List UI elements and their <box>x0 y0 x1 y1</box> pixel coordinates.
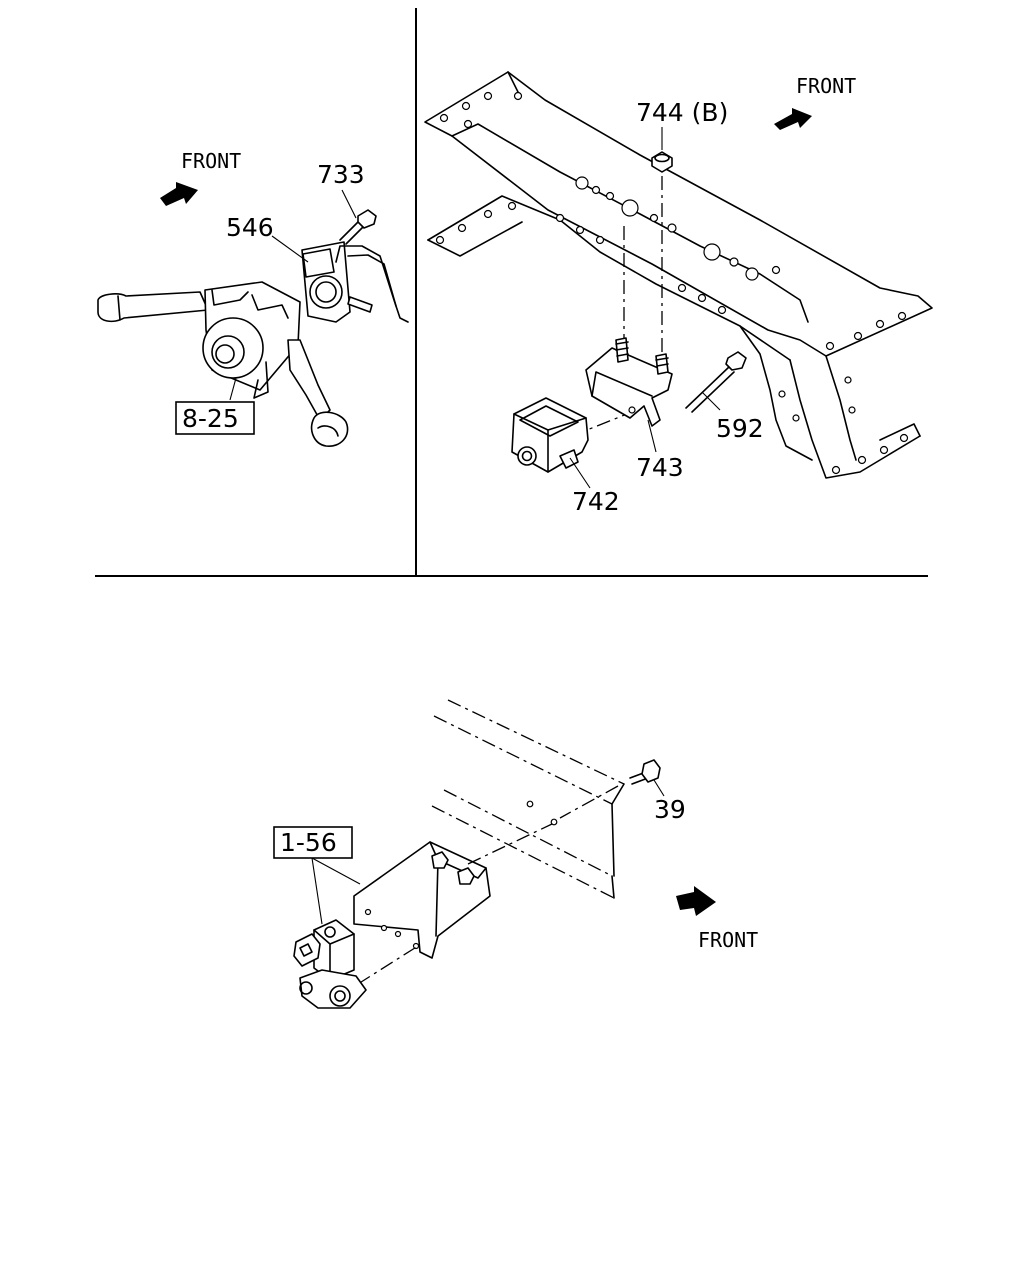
center-line-bracket <box>467 823 553 865</box>
bolt-592-icon <box>685 351 747 413</box>
combination-switch-part <box>301 241 409 323</box>
callout-592: 592 <box>716 414 764 443</box>
front-arrow-icon <box>774 108 812 130</box>
frame-rail <box>424 71 933 479</box>
front-arrow-icon <box>676 886 716 916</box>
sensor-742 <box>511 397 589 473</box>
mounting-bracket <box>353 841 491 959</box>
leader-1-56-a <box>311 857 323 925</box>
bottom-panel: FRONT <box>273 699 758 1009</box>
callout-1-56-box <box>273 826 353 859</box>
callout-733: 733 <box>317 160 365 189</box>
nut-744-icon <box>651 151 673 173</box>
callout-743: 743 <box>636 453 684 482</box>
sensor-1-56 <box>293 919 367 1009</box>
front-arrow-icon <box>160 182 198 206</box>
center-line-sensor-bottom <box>357 945 419 985</box>
leader-742 <box>569 457 591 489</box>
leader-592 <box>701 391 721 411</box>
callout-744b: 744 (B) <box>636 98 728 127</box>
bolt-39-icon <box>629 759 661 785</box>
frame-rail-side <box>431 699 625 899</box>
frame-holes <box>435 91 909 475</box>
leader-546 <box>271 235 309 263</box>
callout-39: 39 <box>654 795 686 824</box>
callout-8-25: 8-25 <box>182 404 239 433</box>
right-panel: FRONT <box>424 71 933 516</box>
lever-switch-assembly <box>97 281 349 447</box>
bolt-733-icon <box>339 209 377 245</box>
center-line-bolt <box>559 785 619 819</box>
callout-546: 546 <box>226 213 274 242</box>
leader-1-56-b <box>311 857 361 885</box>
front-label-left: FRONT <box>181 149 241 173</box>
leader-733 <box>341 189 357 219</box>
bracket-743 <box>585 337 673 427</box>
leader-743 <box>647 419 657 453</box>
left-panel: FRONT <box>97 149 409 447</box>
leader-39 <box>653 779 665 797</box>
callout-8-25-box <box>175 401 255 435</box>
front-label-bottom: FRONT <box>698 928 758 952</box>
leader-8-25 <box>229 377 237 401</box>
callout-1-56: 1-56 <box>280 828 337 857</box>
front-label-right: FRONT <box>796 74 856 98</box>
callout-742: 742 <box>572 487 620 516</box>
